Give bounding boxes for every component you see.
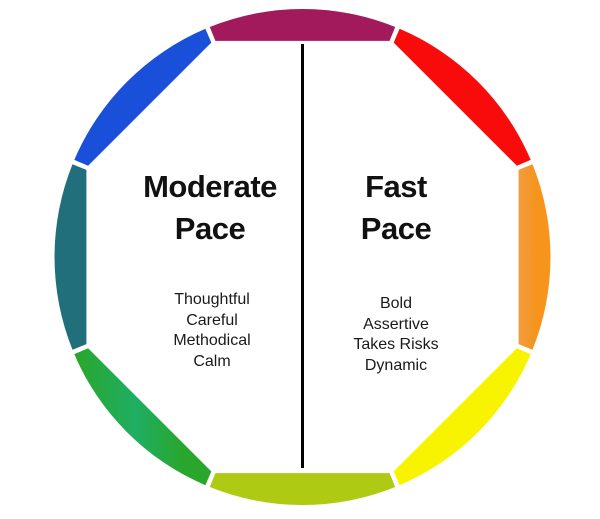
wheel-segment-bottom-yellowgreen — [209, 473, 396, 505]
fast-pace-title: Fast Pace — [286, 166, 506, 250]
trait-line: Takes Risks — [353, 336, 439, 354]
trait-line: Careful — [186, 311, 238, 329]
trait-line: Bold — [379, 295, 413, 312]
trait-line: Calm — [193, 353, 231, 371]
wheel-segment-topleft-blue — [74, 28, 212, 166]
wheel-segment-topright-red — [393, 28, 531, 166]
wheel-segment-left-teal — [54, 164, 87, 350]
trait-line: Methodical — [173, 332, 251, 350]
moderate-pace-title-line2: Pace — [174, 211, 246, 246]
trait-line: Dynamic — [364, 357, 428, 375]
trait-line: Thoughtful — [174, 291, 250, 308]
fast-pace-title-line2: Pace — [360, 211, 432, 246]
moderate-pace-title-line1: Moderate — [143, 169, 277, 204]
wheel-segment-right-orange — [518, 164, 551, 350]
center-divider-line — [301, 44, 304, 468]
fast-pace-title-line1: Fast — [365, 169, 427, 204]
wheel-segment-top-magenta — [209, 9, 396, 41]
moderate-pace-title: Moderate Pace — [100, 166, 320, 250]
wheel-segment-bottomright-yellow — [393, 348, 531, 486]
trait-line: Assertive — [363, 315, 429, 333]
wheel-segment-bottomleft-green — [74, 348, 212, 486]
